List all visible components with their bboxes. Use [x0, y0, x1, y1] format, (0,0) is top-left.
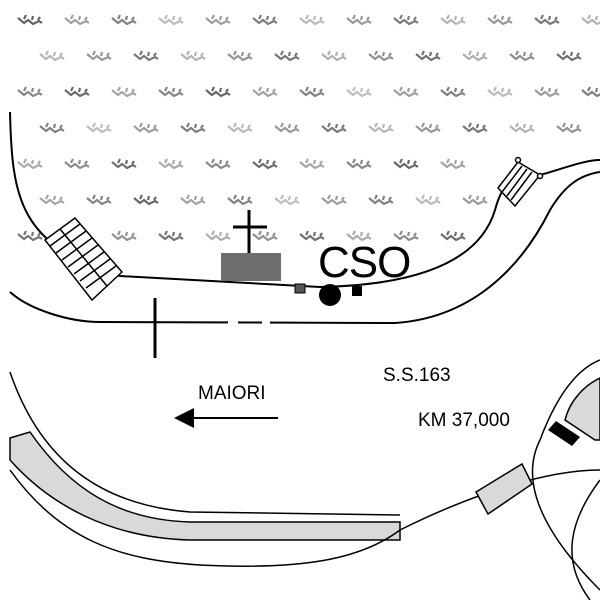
vegetation-symbol [227, 122, 253, 134]
vegetation-symbol [415, 50, 441, 62]
vegetation-symbol [440, 230, 466, 242]
site-label: CSO [318, 238, 411, 287]
road-lower-edge [9, 171, 600, 325]
vegetation-symbol [581, 14, 600, 26]
vegetation-symbol [180, 122, 206, 134]
vegetation-symbol [415, 194, 441, 206]
vegetation-symbol [205, 158, 231, 170]
km-label: KM 37,000 [418, 410, 510, 431]
vegetation-symbol [158, 14, 184, 26]
vegetation-symbol [368, 50, 394, 62]
vegetation-symbol [415, 122, 441, 134]
vegetation-symbol [487, 86, 513, 98]
vegetation-symbol [274, 50, 300, 62]
vegetation-symbol [274, 122, 300, 134]
vegetation-symbol [158, 158, 184, 170]
vegetation-symbol [393, 230, 419, 242]
vegetation-symbol [39, 122, 65, 134]
gray-block [474, 462, 533, 516]
gray-band [9, 431, 401, 541]
vegetation-symbol [321, 122, 347, 134]
stairs-left [43, 216, 124, 302]
direction-label: MAIORI [198, 383, 266, 404]
marker-square-left [294, 283, 306, 294]
vegetation-symbol [133, 194, 159, 206]
vegetation-symbol [393, 14, 419, 26]
vegetation-symbol [205, 14, 231, 26]
vegetation-symbol [111, 86, 137, 98]
vegetation-symbol [252, 14, 278, 26]
vegetation-symbol [462, 122, 488, 134]
vegetation-symbol [17, 230, 43, 242]
vegetation-symbol [440, 158, 466, 170]
vegetation-symbol [509, 50, 535, 62]
vegetation-symbol [133, 50, 159, 62]
vegetation-symbol [64, 86, 90, 98]
vegetation-symbol [368, 122, 394, 134]
vegetation-symbol [346, 86, 372, 98]
vegetation-symbol [86, 50, 112, 62]
vegetation-symbol [39, 194, 65, 206]
chapel-building [221, 253, 281, 281]
vegetation-symbol [86, 122, 112, 134]
vegetation-symbol [299, 230, 325, 242]
vegetation-symbol [534, 86, 560, 98]
vegetation-symbol [227, 194, 253, 206]
lower-road-edge [9, 371, 401, 516]
vegetation-symbols [17, 14, 600, 242]
vegetation-symbol [64, 158, 90, 170]
vegetation-symbol [462, 50, 488, 62]
vegetation-symbol [180, 194, 206, 206]
vegetation-symbol [39, 50, 65, 62]
vegetation-symbol [111, 14, 137, 26]
vegetation-symbol [17, 86, 43, 98]
vegetation-symbol [252, 86, 278, 98]
vegetation-symbol [440, 86, 466, 98]
vegetation-symbol [368, 194, 394, 206]
vegetation-symbol [556, 122, 582, 134]
right-road-edge [531, 359, 600, 591]
vegetation-symbol [252, 158, 278, 170]
vegetation-symbol [133, 122, 159, 134]
vegetation-symbol [227, 50, 253, 62]
vegetation-symbol [487, 14, 513, 26]
vegetation-symbol [299, 14, 325, 26]
vegetation-symbol [299, 86, 325, 98]
vegetation-symbol [158, 86, 184, 98]
marker-dot [319, 284, 341, 306]
vegetation-symbol [205, 230, 231, 242]
vegetation-symbol [111, 158, 137, 170]
vegetation-symbol [299, 158, 325, 170]
stairs-right [497, 156, 544, 208]
vegetation-symbol [556, 50, 582, 62]
vegetation-symbol [17, 158, 43, 170]
vegetation-symbol [509, 122, 535, 134]
vegetation-symbol [346, 158, 372, 170]
vegetation-symbol [321, 50, 347, 62]
vegetation-symbol [393, 158, 419, 170]
vegetation-symbol [86, 194, 112, 206]
marker-square-right [352, 286, 362, 296]
road-label: S.S.163 [383, 365, 451, 386]
vegetation-symbol [393, 86, 419, 98]
vegetation-symbol [581, 86, 600, 98]
vegetation-symbol [205, 86, 231, 98]
vegetation-symbol [534, 14, 560, 26]
vegetation-symbol [64, 14, 90, 26]
vegetation-symbol [274, 194, 300, 206]
vegetation-symbol [346, 230, 372, 242]
vegetation-symbol [321, 194, 347, 206]
vegetation-symbol [180, 50, 206, 62]
vegetation-symbol [346, 14, 372, 26]
vegetation-symbol [17, 14, 43, 26]
vegetation-symbol [440, 14, 466, 26]
km-marker [548, 421, 580, 446]
vegetation-symbol [252, 230, 278, 242]
vegetation-symbol [158, 230, 184, 242]
vegetation-symbol [111, 230, 137, 242]
vegetation-symbol [462, 194, 488, 206]
